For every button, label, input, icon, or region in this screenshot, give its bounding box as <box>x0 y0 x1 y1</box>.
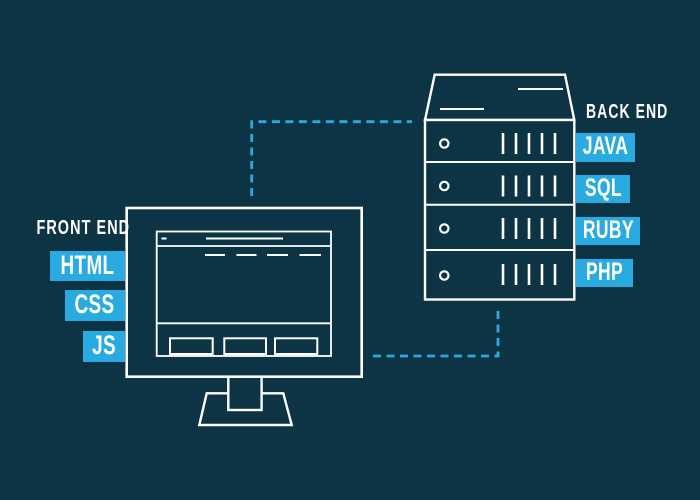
browser-window <box>155 230 332 357</box>
badge-js-text: JS <box>92 330 116 360</box>
server-stack-icon <box>423 73 576 301</box>
server-vent-slots <box>501 133 557 285</box>
front-end-section-label: FRONT END <box>0 218 129 238</box>
badge-js: JS <box>83 330 125 362</box>
server-body <box>423 118 576 301</box>
desktop-monitor-icon <box>125 206 363 427</box>
connector-bottom-dashed-line <box>373 311 500 358</box>
badge-php: PHP <box>576 257 633 287</box>
monitor-stand-neck <box>227 375 263 412</box>
badge-php-text: PHP <box>585 257 624 286</box>
badge-ruby-text: RUBY <box>582 215 634 244</box>
server-power-leds <box>438 138 450 281</box>
badge-sql-text: SQL <box>584 173 622 202</box>
server-top-face <box>423 73 576 122</box>
front-end-label-text: FRONT END <box>36 217 131 239</box>
badge-ruby: RUBY <box>576 215 640 245</box>
badge-css: CSS <box>65 289 125 321</box>
back-end-section-label: BACK END <box>586 102 700 122</box>
badge-css-text: CSS <box>75 289 115 319</box>
badge-java: JAVA <box>576 132 635 162</box>
back-end-label-text: BACK END <box>586 101 669 123</box>
browser-footer-blocks <box>169 337 319 355</box>
badge-html: HTML <box>50 249 125 281</box>
badge-sql: SQL <box>576 173 630 203</box>
badge-java-text: JAVA <box>582 132 629 160</box>
badge-html-text: HTML <box>60 249 115 280</box>
monitor-frame <box>125 206 363 378</box>
connector-top-dashed-line <box>250 120 412 196</box>
